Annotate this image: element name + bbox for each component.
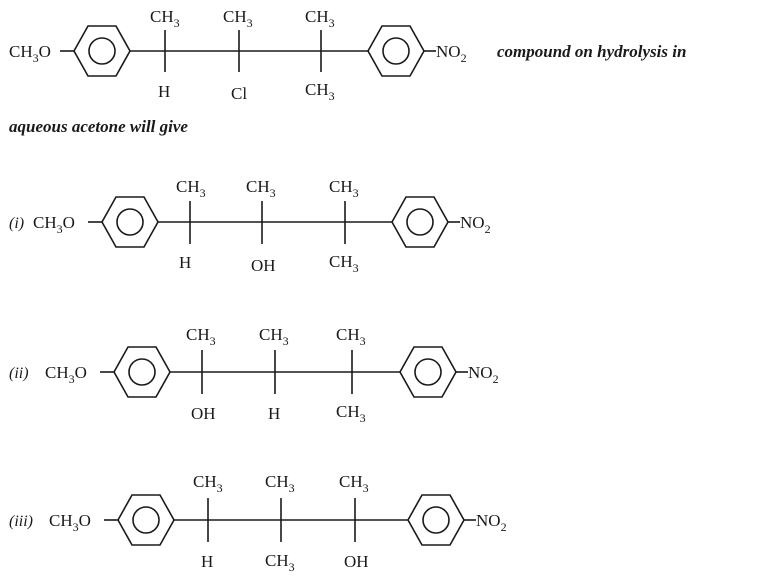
ch3-label: CH3 [329, 177, 359, 200]
option-i: (i) CH3O CH3 H CH3 OH CH3 CH3 NO2 [9, 177, 491, 275]
ch3-label: CH3 [150, 7, 180, 30]
ch3-label: CH3 [329, 252, 359, 275]
option-ii: (ii) CH3O CH3 OH CH3 H CH3 CH3 NO2 [9, 325, 499, 425]
benzene-ring-icon [407, 494, 465, 546]
oh-label: OH [191, 404, 216, 423]
ch3-label: CH3 [339, 472, 369, 495]
option-label: (i) [9, 215, 24, 232]
nitro-label: NO2 [476, 511, 507, 534]
option-label: (ii) [9, 365, 29, 382]
ch3-label: CH3 [176, 177, 206, 200]
benzene-ring-icon [391, 196, 449, 248]
benzene-ring-icon [101, 196, 159, 248]
ch3-label: CH3 [336, 402, 366, 425]
cl-label: Cl [231, 84, 247, 103]
ch3-label: CH3 [336, 325, 366, 348]
benzene-ring-icon [117, 494, 175, 546]
oh-label: OH [344, 552, 369, 571]
question-text-line2: aqueous acetone will give [9, 117, 188, 136]
methoxy-label: CH3O [9, 42, 51, 65]
benzene-ring-icon [367, 25, 425, 77]
ch3-label: CH3 [265, 551, 295, 574]
h-label: H [158, 82, 170, 101]
benzene-ring-icon [73, 25, 131, 77]
ch3-label: CH3 [186, 325, 216, 348]
ch3-label: CH3 [305, 80, 335, 103]
nitro-label: NO2 [460, 213, 491, 236]
ch3-label: CH3 [265, 472, 295, 495]
h-label: H [268, 404, 280, 423]
benzene-ring-icon [399, 346, 457, 398]
methoxy-label: CH3O [33, 213, 75, 236]
h-label: H [201, 552, 213, 571]
question-structure: CH3O CH3 H CH3 Cl CH3 CH3 NO2 [9, 7, 467, 103]
h-label: H [179, 253, 191, 272]
ch3-label: CH3 [246, 177, 276, 200]
ch3-label: CH3 [193, 472, 223, 495]
ch3-label: CH3 [223, 7, 253, 30]
ch3-label: CH3 [305, 7, 335, 30]
methoxy-label: CH3O [49, 511, 91, 534]
option-label: (iii) [9, 513, 33, 530]
question-text-line1: compound on hydrolysis in [497, 42, 686, 61]
ch3-label: CH3 [259, 325, 289, 348]
oh-label: OH [251, 256, 276, 275]
nitro-label: NO2 [468, 363, 499, 386]
nitro-label: NO2 [436, 42, 467, 65]
benzene-ring-icon [113, 346, 171, 398]
option-iii: (iii) CH3O CH3 H CH3 CH3 CH3 OH NO2 [9, 472, 507, 574]
methoxy-label: CH3O [45, 363, 87, 386]
